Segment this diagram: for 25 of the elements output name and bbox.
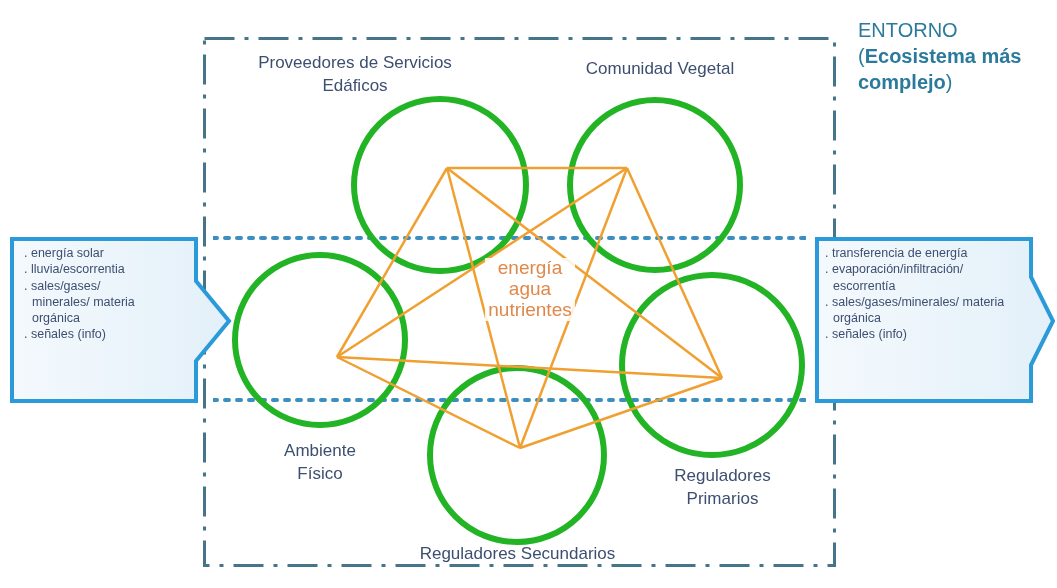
circle-label: Reguladores Secundarios <box>418 543 617 565</box>
connector-line <box>335 167 449 358</box>
circle-label: Proveedores de Servicios Edáficos <box>257 52 453 97</box>
circle-label: Ambiente Físico <box>283 440 357 485</box>
connector-line <box>518 167 629 449</box>
list-item: . lluvia/escorrentia <box>24 261 126 278</box>
frame-heading: ENTORNO (Ecosistema más complejo) <box>858 18 1023 95</box>
list-item: . señales (info) <box>24 326 107 343</box>
circle-label: Comunidad Vegetal <box>584 58 736 80</box>
connector-line <box>447 166 627 170</box>
list-item: . energía solar <box>24 245 105 262</box>
connector-line <box>336 355 723 380</box>
center-label: energía agua nutrientes <box>485 258 575 321</box>
connector-line <box>445 167 522 449</box>
connector-line <box>625 167 724 379</box>
list-item: . evaporación/infiltración/ escorrentía <box>825 261 965 294</box>
connector-line <box>519 376 723 450</box>
list-item: . señales (info) <box>825 326 908 343</box>
circle-label: Reguladores Primarios <box>673 465 772 510</box>
connector-line <box>336 355 521 450</box>
connector-line <box>336 166 628 359</box>
connector-line <box>446 167 723 379</box>
list-item: . sales/gases/minerales/ materia orgánica <box>825 293 1006 327</box>
list-item: . transferencia de energía <box>825 245 969 262</box>
list-item: . sales/gases/ minerales/ materia orgánica <box>24 277 136 327</box>
